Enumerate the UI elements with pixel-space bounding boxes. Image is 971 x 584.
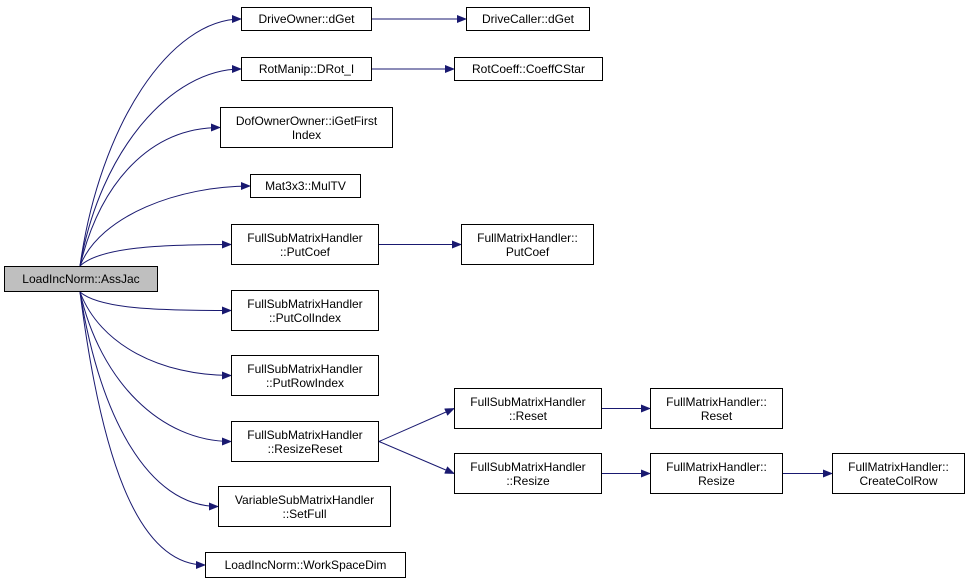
edge-root-to-rotmanip_drot_i [79, 65, 242, 267]
node-fullmatrixhandler-putcoef[interactable]: FullMatrixHandler::PutCoef [461, 224, 594, 265]
node-label: LoadIncNorm::AssJac [22, 272, 139, 286]
node-fullsubmatrixhandler-putcoef[interactable]: FullSubMatrixHandler::PutCoef [231, 224, 379, 265]
node-label: LoadIncNorm::WorkSpaceDim [225, 558, 387, 572]
node-fullsubmatrixhandler-putcolindex[interactable]: FullSubMatrixHandler::PutColIndex [231, 290, 379, 331]
node-label: DriveOwner::dGet [258, 12, 354, 26]
node-variablesubmatrixhandler-setfull[interactable]: VariableSubMatrixHandler::SetFull [218, 486, 391, 527]
node-label-line: FullSubMatrixHandler [247, 361, 363, 376]
node-label-line: DriveCaller::dGet [481, 12, 575, 26]
edge-root-to-dofownerowner_igetfirstindex [79, 123, 221, 267]
node-drivecaller-dget[interactable]: DriveCaller::dGet [466, 7, 590, 31]
node-label-line: Reset [700, 408, 733, 423]
node-label-line: ::PutCoef [279, 244, 330, 259]
node-label-line: Mat3x3::MulTV [265, 179, 346, 193]
node-label: RotCoeff::CoeffCStar [472, 62, 585, 76]
node-fullmatrixhandler-createcolrow[interactable]: FullMatrixHandler::CreateColRow [832, 453, 965, 494]
node-label: FullMatrixHandler::Reset [666, 395, 767, 423]
edge-root-to-fsmh_resizereset [79, 291, 232, 446]
node-label: FullMatrixHandler::Resize [666, 460, 767, 488]
node-label: Mat3x3::MulTV [265, 179, 346, 193]
node-label-line: FullMatrixHandler:: [848, 459, 949, 474]
edge-root-to-fsmh_putcoef [79, 240, 232, 267]
node-label-line: LoadIncNorm::AssJac [22, 272, 140, 286]
node-label: FullSubMatrixHandler::Reset [470, 395, 585, 423]
node-label-line: VariableSubMatrixHandler [234, 492, 375, 507]
node-label-line: ::Reset [508, 408, 547, 423]
edge-root-to-fsmh_putrowindex [79, 291, 232, 380]
node-label: VariableSubMatrixHandler::SetFull [235, 493, 374, 521]
node-label-line: ::Resize [506, 473, 550, 488]
node-label-line: FullMatrixHandler:: [477, 230, 578, 245]
node-label-line: LoadIncNorm::WorkSpaceDim [224, 558, 387, 572]
node-driveowner-dget[interactable]: DriveOwner::dGet [241, 7, 372, 31]
node-label-line: FullSubMatrixHandler [247, 230, 363, 245]
node-label-line: ::ResizeReset [267, 441, 343, 456]
node-loadincnorm-assjac: LoadIncNorm::AssJac [4, 266, 158, 292]
node-label-line: FullSubMatrixHandler [247, 427, 363, 442]
node-label-line: FullSubMatrixHandler [247, 296, 363, 311]
node-fullsubmatrixhandler-resize[interactable]: FullSubMatrixHandler::Resize [454, 453, 602, 494]
node-label-line: CreateColRow [859, 473, 938, 488]
node-label-line: ::PutRowIndex [265, 375, 345, 390]
node-fullmatrixhandler-resize[interactable]: FullMatrixHandler::Resize [650, 453, 783, 494]
node-fullsubmatrixhandler-resizereset[interactable]: FullSubMatrixHandler::ResizeReset [231, 421, 379, 462]
node-mat3x3-multv[interactable]: Mat3x3::MulTV [250, 174, 361, 198]
node-label: FullMatrixHandler::CreateColRow [848, 460, 949, 488]
node-label-line: DriveOwner::dGet [258, 12, 355, 26]
node-label-line: FullSubMatrixHandler [470, 459, 586, 474]
node-rotmanip-drot-i[interactable]: RotManip::DRot_I [241, 57, 372, 81]
node-label-line: RotManip::DRot_I [258, 62, 355, 76]
node-label: FullSubMatrixHandler::PutRowIndex [247, 362, 362, 390]
node-label: FullSubMatrixHandler::Resize [470, 460, 585, 488]
node-fullsubmatrixhandler-putrowindex[interactable]: FullSubMatrixHandler::PutRowIndex [231, 355, 379, 396]
node-label: FullSubMatrixHandler::PutColIndex [247, 297, 362, 325]
node-loadincnorm-workspacedim[interactable]: LoadIncNorm::WorkSpaceDim [205, 552, 406, 578]
node-label-line: ::PutColIndex [268, 310, 342, 325]
node-label-line: ::SetFull [282, 506, 327, 521]
node-label: FullMatrixHandler::PutCoef [477, 231, 578, 259]
node-label-line: FullMatrixHandler:: [666, 394, 767, 409]
node-rotcoeff-coeffcstar[interactable]: RotCoeff::CoeffCStar [454, 57, 603, 81]
node-label-line: PutCoef [505, 244, 550, 259]
edge-root-to-fsmh_putcolindex [79, 291, 232, 315]
node-label: RotManip::DRot_I [259, 62, 354, 76]
node-label: FullSubMatrixHandler::ResizeReset [247, 428, 362, 456]
node-label-line: RotCoeff::CoeffCStar [472, 62, 585, 76]
node-label-line: FullMatrixHandler:: [666, 459, 767, 474]
edge-fsmh_resizereset-to-fsmh_reset [378, 408, 455, 442]
node-fullmatrixhandler-reset[interactable]: FullMatrixHandler::Reset [650, 388, 783, 429]
edge-root-to-mat3x3_multv [79, 182, 251, 267]
edge-root-to-loadincnorm_workspacedim [79, 291, 206, 569]
node-label-line: Index [291, 127, 322, 142]
node-label-line: Resize [698, 473, 735, 488]
node-fullsubmatrixhandler-reset[interactable]: FullSubMatrixHandler::Reset [454, 388, 602, 429]
node-label-line: DofOwnerOwner::iGetFirst [235, 113, 378, 128]
edge-root-to-vsmh_setfull [79, 291, 219, 511]
edge-fsmh_resizereset-to-fsmh_resize [378, 441, 455, 474]
node-label-line: FullSubMatrixHandler [470, 394, 586, 409]
node-label: FullSubMatrixHandler::PutCoef [247, 231, 362, 259]
node-label: DriveCaller::dGet [482, 12, 574, 26]
edge-root-to-drive_owner_dget [79, 15, 242, 267]
